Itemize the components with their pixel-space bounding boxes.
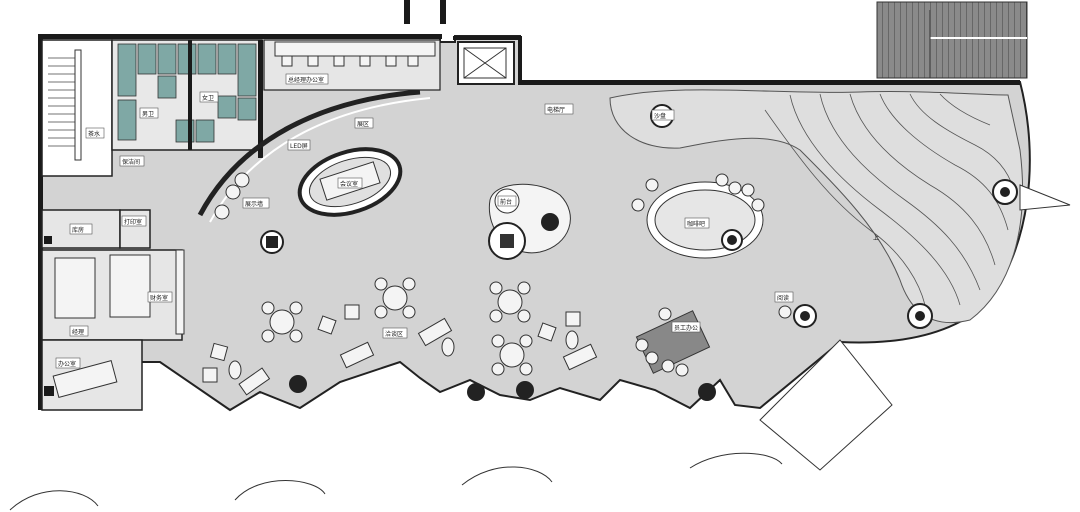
- label-lounge: 洽谈区: [382, 327, 408, 339]
- round-table: [374, 277, 416, 319]
- lounge-furniture: [202, 277, 598, 396]
- up-mark: 上: [873, 234, 879, 242]
- svg-text:男卫: 男卫: [142, 111, 154, 118]
- svg-text:财务室: 财务室: [150, 294, 168, 302]
- label-finance: 财务室: [147, 291, 173, 303]
- svg-text:保洁间: 保洁间: [122, 158, 140, 166]
- label-sand-table: 沙盘: [651, 109, 675, 121]
- svg-text:展区: 展区: [357, 121, 369, 128]
- stair-well: [41, 39, 113, 177]
- exterior-arcs: [9, 452, 783, 511]
- label-staff-office: 员工办公: [671, 321, 701, 333]
- label-led-screen: LED屏: [287, 139, 311, 151]
- elevator-shaft: [457, 41, 515, 85]
- label-office: 办公室: [55, 357, 81, 369]
- label-reading: 阅读: [774, 291, 794, 303]
- label-cafe-bar: 咖啡吧: [684, 217, 710, 229]
- exterior-stair-block: [876, 1, 1028, 79]
- round-table: [491, 334, 533, 376]
- svg-text:电梯厅: 电梯厅: [547, 106, 565, 114]
- label-male-wc: 男卫: [139, 107, 159, 119]
- svg-text:经理: 经理: [72, 328, 84, 336]
- label-manager: 经理: [69, 325, 89, 337]
- label-display: 展区: [354, 117, 374, 129]
- svg-text:咖啡吧: 咖啡吧: [687, 220, 705, 228]
- round-table: [261, 301, 303, 343]
- label-cleaning: 保洁间: [119, 155, 145, 167]
- svg-text:打印室: 打印室: [124, 218, 142, 226]
- svg-text:展示墙: 展示墙: [245, 200, 263, 208]
- svg-text:LED屏: LED屏: [290, 143, 308, 150]
- left-rooms: [41, 209, 185, 411]
- restrooms: [111, 39, 263, 158]
- svg-text:办公室: 办公室: [58, 360, 76, 368]
- svg-text:阅读: 阅读: [777, 294, 789, 302]
- label-front-desk: 前台: [497, 195, 517, 207]
- svg-text:总经理办公室: 总经理办公室: [288, 76, 324, 84]
- label-vip-office: 总经理办公室: [285, 73, 329, 85]
- svg-text:员工办公: 员工办公: [674, 324, 698, 332]
- curved-led-wall: [197, 89, 421, 217]
- label-female-wc: 女卫: [199, 91, 219, 103]
- svg-text:沙盘: 沙盘: [654, 112, 666, 120]
- entrance-canopy: [759, 339, 893, 471]
- svg-text:会议室: 会议室: [340, 180, 358, 188]
- label-elevator-hall: 电梯厅: [544, 103, 574, 115]
- label-print: 打印室: [121, 215, 147, 227]
- top-office: [263, 39, 441, 91]
- exterior-walls: [38, 34, 1020, 410]
- label-pantry: 茶水: [85, 127, 105, 139]
- columns: [214, 172, 284, 254]
- label-warehouse: 库房: [69, 223, 93, 235]
- svg-text:女卫: 女卫: [202, 94, 214, 102]
- svg-text:洽谈区: 洽谈区: [385, 330, 403, 338]
- round-table: [489, 281, 531, 323]
- top-columns: [404, 0, 446, 24]
- svg-text:库房: 库房: [72, 226, 84, 234]
- plants: [289, 213, 716, 401]
- label-exhibit-wall: 展示墙: [242, 197, 270, 209]
- svg-text:茶水: 茶水: [88, 130, 100, 138]
- room-labels: 会议室 员工办公 前台 咖啡吧 洽谈区 阅读 展区 电梯厅: [55, 73, 879, 369]
- label-meeting-room: 会议室: [337, 177, 363, 189]
- svg-text:前台: 前台: [500, 198, 512, 206]
